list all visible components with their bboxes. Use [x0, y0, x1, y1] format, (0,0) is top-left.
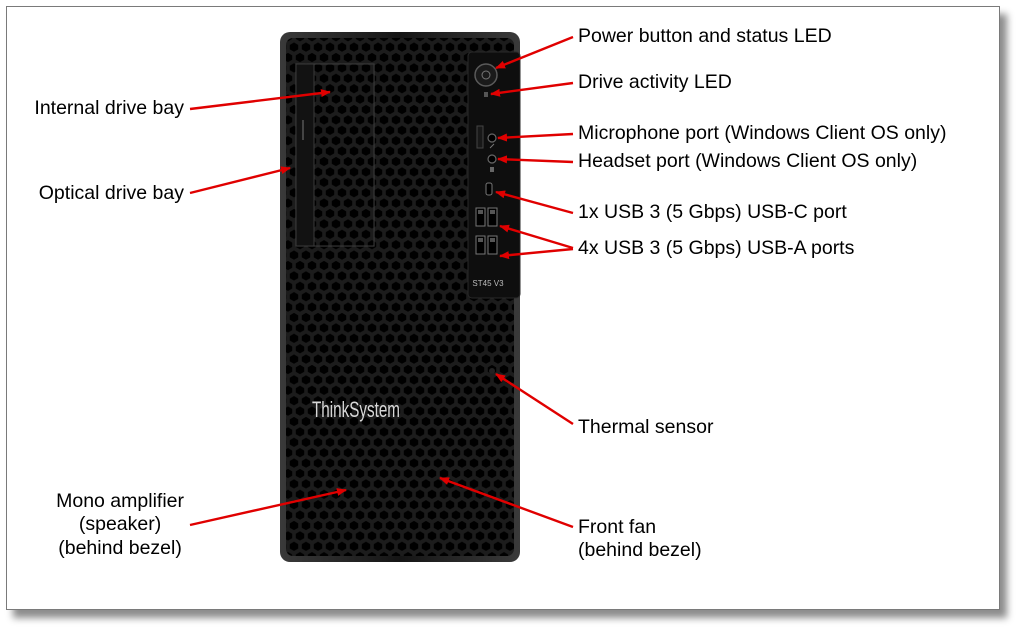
label-mono-amplifier-line2: (speaker) [78, 513, 162, 536]
arrow-usb-a-upper [499, 224, 574, 250]
label-mono-amplifier-line3: (behind bezel) [58, 536, 182, 559]
usb-a-ports [475, 207, 498, 255]
arrow-internal-drive-bay [189, 89, 331, 111]
model-badge: ST45 V3 [472, 279, 504, 288]
drive-bay-area [295, 63, 375, 247]
arrow-microphone-port [497, 132, 574, 142]
callout-arrows [189, 35, 574, 529]
drive-activity-led [484, 92, 488, 97]
label-internal-drive-bay: Internal drive bay [34, 97, 184, 119]
usb-c-port [485, 182, 493, 196]
arrow-drive-activity [490, 81, 574, 97]
arrow-optical-drive-bay [189, 166, 291, 195]
internal-drive-bay [313, 63, 375, 247]
label-mono-amplifier: Mono amplifier (speaker) (behind bezel) [56, 490, 184, 560]
label-optical-drive-bay: Optical drive bay [38, 182, 184, 204]
arrow-mono-amplifier [189, 488, 347, 527]
arrow-headset-port [497, 155, 574, 164]
label-mono-amplifier-line1: Mono amplifier [56, 490, 184, 512]
arrow-thermal-sensor [495, 372, 574, 426]
arrow-usb-a-lower [499, 247, 574, 260]
power-button[interactable] [474, 63, 498, 87]
microphone-port [476, 125, 497, 149]
optical-drive-bay [295, 63, 315, 247]
label-power-button: Power button and status LED [578, 25, 832, 47]
label-front-fan-line2: (behind bezel) [578, 539, 702, 562]
thermal-sensor [489, 368, 495, 374]
label-usb-a-ports: 4x USB 3 (5 Gbps) USB-A ports [578, 237, 855, 259]
label-front-fan: Front fan (behind bezel) [578, 516, 702, 563]
arrow-front-fan [439, 476, 574, 529]
label-headset-port: Headset port (Windows Client OS only) [578, 150, 918, 172]
label-front-fan-line1: Front fan [578, 516, 657, 538]
front-io-panel [467, 51, 521, 299]
arrow-power-button [495, 35, 574, 70]
label-drive-activity-led: Drive activity LED [578, 71, 732, 93]
label-usb-c-port: 1x USB 3 (5 Gbps) USB-C port [578, 201, 847, 223]
label-thermal-sensor: Thermal sensor [578, 416, 714, 438]
thinksystem-logo: ThinkSystem [312, 397, 400, 422]
headset-port [487, 154, 497, 172]
arrow-usb-c [495, 190, 574, 215]
label-microphone-port: Microphone port (Windows Client OS only) [578, 122, 947, 144]
